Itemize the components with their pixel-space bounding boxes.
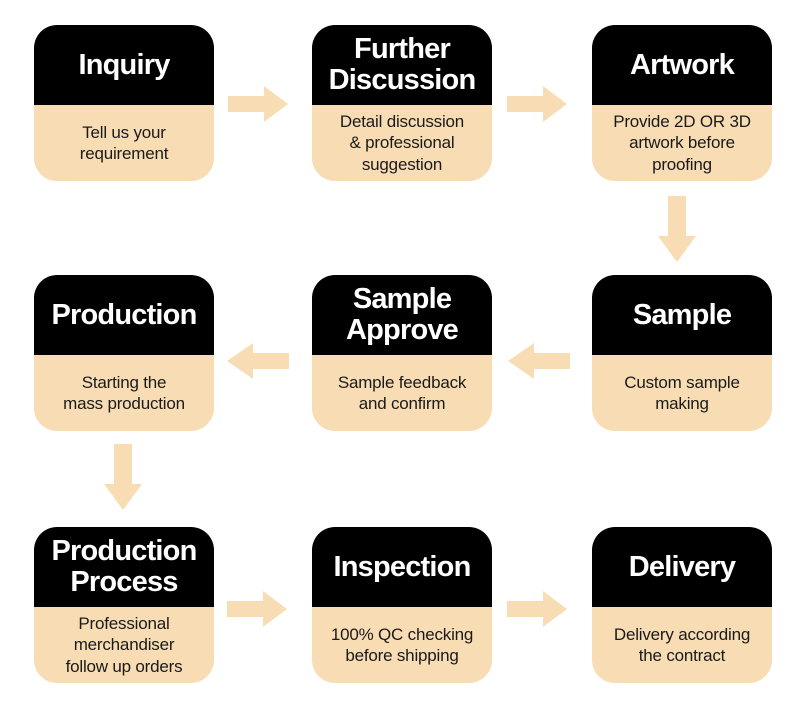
step-description: Custom sample making [624,372,740,413]
step-title: Sample Approve [345,283,459,346]
step-card-inquiry: Inquiry Tell us your requirement [34,25,214,181]
step-description: Delivery according the contract [613,624,751,665]
step-card-header: Inquiry [34,25,214,105]
step-title: Artwork [630,48,735,81]
step-card-header: Sample Approve [312,275,492,355]
step-card-header: Further Discussion [312,25,492,105]
step-title: Production [51,298,197,331]
arrow-down-icon [658,196,696,262]
step-title: Inquiry [78,48,170,81]
step-title: Further Discussion [328,33,477,96]
arrow-down-icon [104,444,142,510]
step-card-body: Tell us your requirement [34,105,214,181]
step-card-body: Delivery according the contract [592,607,772,683]
step-card-sample: Sample Custom sample making [592,275,772,431]
arrow-right-icon [228,86,288,122]
step-description: Professional merchandiser follow up orde… [65,614,183,676]
step-card-delivery: Delivery Delivery according the contract [592,527,772,683]
step-card-header: Inspection [312,527,492,607]
step-card-body: 100% QC checking before shipping [312,607,492,683]
step-card-header: Sample [592,275,772,355]
step-description: Detail discussion & professional suggest… [339,112,465,174]
step-card-production-process: Production Process Professional merchand… [34,527,214,683]
step-description: Starting the mass production [63,372,185,413]
step-card-body: Professional merchandiser follow up orde… [34,607,214,683]
step-card-sample-approve: Sample Approve Sample feedback and confi… [312,275,492,431]
step-card-production: Production Starting the mass production [34,275,214,431]
step-card-header: Artwork [592,25,772,105]
step-card-header: Production [34,275,214,355]
step-title: Inspection [333,550,471,583]
step-title: Production Process [51,535,197,598]
arrow-right-icon [227,591,287,627]
step-card-further-discussion: Further Discussion Detail discussion & p… [312,25,492,181]
step-description: 100% QC checking before shipping [330,624,474,665]
step-card-body: Sample feedback and confirm [312,355,492,431]
arrow-left-icon [508,343,570,379]
step-card-artwork: Artwork Provide 2D OR 3D artwork before … [592,25,772,181]
arrow-right-icon [507,591,567,627]
step-card-header: Production Process [34,527,214,607]
step-description: Provide 2D OR 3D artwork before proofing [613,112,751,174]
step-description: Sample feedback and confirm [337,372,467,413]
step-title: Sample [632,298,732,331]
step-description: Tell us your requirement [79,122,169,163]
step-card-body: Custom sample making [592,355,772,431]
arrow-right-icon [507,86,567,122]
step-card-body: Provide 2D OR 3D artwork before proofing [592,105,772,181]
step-card-body: Starting the mass production [34,355,214,431]
step-title: Delivery [628,550,736,583]
arrow-left-icon [227,343,289,379]
step-card-inspection: Inspection 100% QC checking before shipp… [312,527,492,683]
step-card-header: Delivery [592,527,772,607]
step-card-body: Detail discussion & professional suggest… [312,105,492,181]
